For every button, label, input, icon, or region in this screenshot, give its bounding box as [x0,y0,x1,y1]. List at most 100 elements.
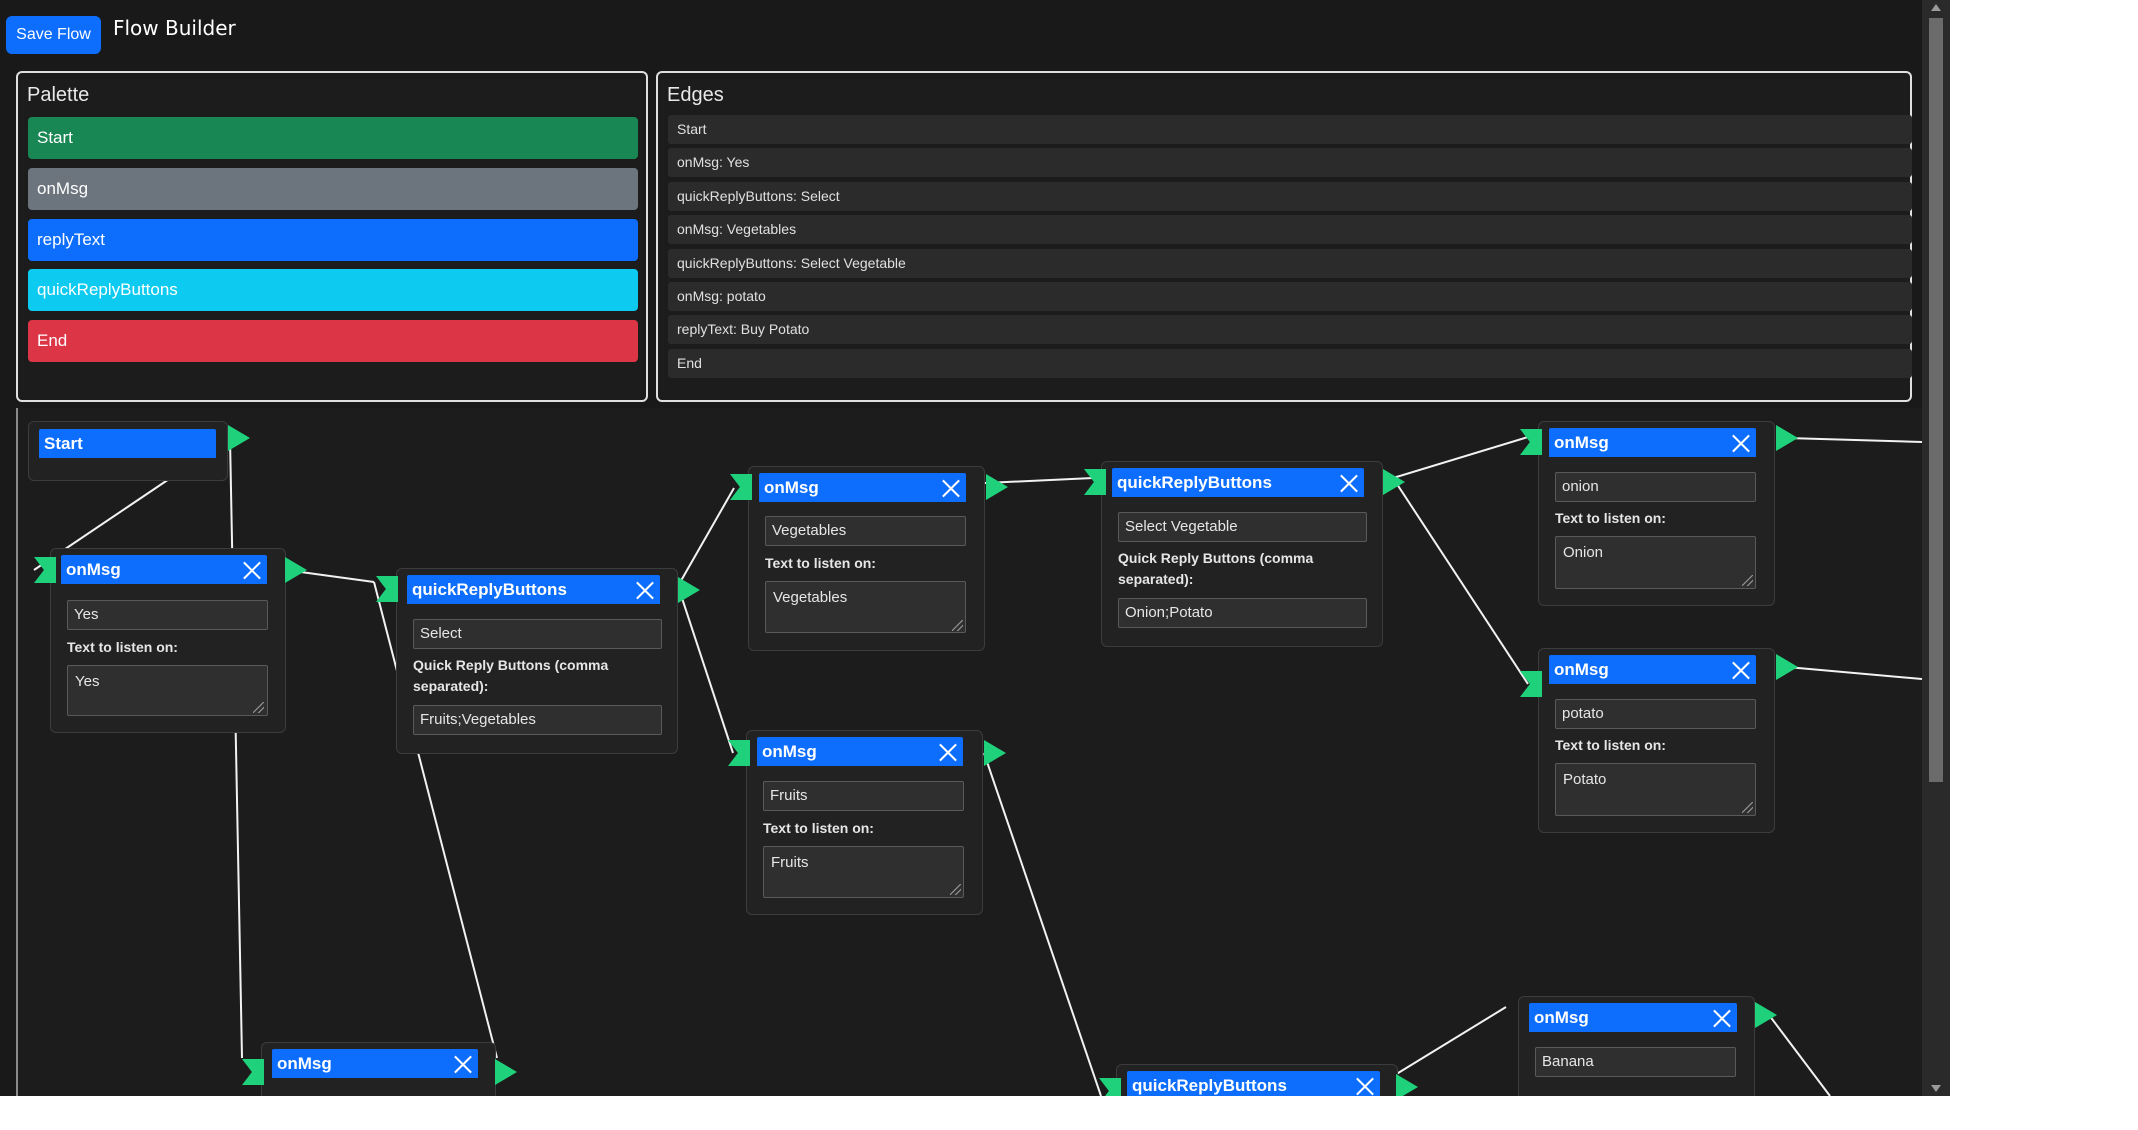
connection-line [1392,477,1529,685]
close-icon[interactable] [1713,1009,1731,1027]
node-onmsg-banana[interactable]: onMsg Banana [1518,996,1755,1096]
node-title: Start [44,434,83,453]
edge-list-item[interactable]: onMsg: potato [668,282,1912,311]
close-icon[interactable] [1340,474,1358,492]
close-icon[interactable] [939,743,957,761]
quick-reply-label: Quick Reply Buttons (comma separated): [1118,550,1314,587]
node-title: onMsg [1554,660,1609,679]
scroll-down-icon[interactable] [1931,1085,1941,1092]
node-header: onMsg [1549,655,1756,684]
input-port[interactable] [1520,671,1542,697]
node-onmsg-onion[interactable]: onMsg onion Text to listen on: Onion [1538,421,1775,606]
node-name-input[interactable]: Select [413,619,662,649]
listen-label: Text to listen on: [1555,510,1666,526]
scrollbar-thumb[interactable] [1929,18,1943,782]
node-title: onMsg [277,1054,332,1073]
resize-grip-icon[interactable] [1742,802,1753,813]
input-port[interactable] [1520,429,1542,455]
input-port[interactable] [34,557,56,583]
input-port[interactable] [376,576,398,602]
listen-textarea[interactable]: Potato [1555,763,1756,816]
node-header: quickReplyButtons [1127,1071,1380,1096]
close-icon[interactable] [1732,661,1750,679]
node-quickreply-select-vegetable[interactable]: quickReplyButtons Select Vegetable Quick… [1101,461,1383,647]
node-header: onMsg [757,737,963,766]
app-title: Flow Builder [113,16,236,40]
edge-list-item[interactable]: Start [668,115,1912,144]
listen-textarea[interactable]: Yes [67,665,268,716]
palette-item-end[interactable]: End [28,320,638,362]
close-icon[interactable] [454,1055,472,1073]
node-onmsg-bottom[interactable]: onMsg [261,1042,496,1096]
input-port[interactable] [1084,469,1106,495]
quick-reply-buttons-input[interactable]: Fruits;Vegetables [413,705,662,735]
resize-grip-icon[interactable] [950,884,961,895]
listen-textarea[interactable]: Onion [1555,536,1756,589]
node-onmsg-fruits[interactable]: onMsg Fruits Text to listen on: Fruits [746,730,983,915]
edge-list-item[interactable]: End [668,349,1912,378]
node-title: quickReplyButtons [1117,473,1272,492]
input-port[interactable] [242,1059,264,1085]
toolbar: Save Flow Flow Builder [0,0,1920,70]
listen-textarea[interactable]: Fruits [763,846,964,898]
listen-textarea[interactable]: Vegetables [765,581,966,633]
palette-item-onmsg[interactable]: onMsg [28,168,638,210]
node-name-input[interactable]: onion [1555,472,1756,502]
node-header: quickReplyButtons [1112,468,1364,497]
resize-grip-icon[interactable] [253,702,264,713]
node-name-input[interactable]: Fruits [763,781,964,811]
listen-label: Text to listen on: [1555,737,1666,753]
edge-list-item[interactable]: quickReplyButtons: Select Vegetable [668,249,1912,278]
connection-lines [33,436,1922,1096]
close-icon[interactable] [1356,1077,1374,1095]
input-port[interactable] [728,740,750,766]
connection-line [1786,437,1922,443]
node-name-input[interactable]: Yes [67,600,268,630]
listen-label: Text to listen on: [67,639,178,655]
node-name-input[interactable]: Vegetables [765,516,966,546]
connection-line [1392,436,1529,479]
quick-reply-buttons-input[interactable]: Onion;Potato [1118,598,1367,628]
node-name-input[interactable]: potato [1555,699,1756,729]
resize-grip-icon[interactable] [952,620,963,631]
save-flow-button[interactable]: Save Flow [6,16,101,54]
connection-line [229,437,243,1059]
palette-item-replytext[interactable]: replyText [28,219,638,261]
palette-item-start[interactable]: Start [28,117,638,159]
scroll-up-icon[interactable] [1931,4,1941,11]
node-title: quickReplyButtons [1132,1076,1287,1095]
edge-list-item[interactable]: replyText: Buy Potato [668,315,1912,344]
node-onmsg-vegetables[interactable]: onMsg Vegetables Text to listen on: Vege… [748,466,985,651]
resize-grip-icon[interactable] [1742,575,1753,586]
edge-list-item[interactable]: onMsg: Vegetables [668,215,1912,244]
node-quickreply-select[interactable]: quickReplyButtons Select Quick Reply But… [396,568,678,754]
node-onmsg-potato[interactable]: onMsg potato Text to listen on: Potato [1538,648,1775,833]
palette-item-quickreplybuttons[interactable]: quickReplyButtons [28,269,638,311]
node-quickreply-bottom[interactable]: quickReplyButtons [1116,1064,1398,1096]
vertical-scrollbar[interactable] [1922,0,1950,1096]
connection-line [1765,1010,1831,1096]
input-port[interactable] [730,474,752,500]
close-icon[interactable] [942,479,960,497]
edges-title: Edges [667,84,724,106]
edges-panel: Edges Start onMsg: Yes quickReplyButtons… [656,71,1912,402]
node-header: onMsg [1529,1003,1737,1032]
node-title: onMsg [66,560,121,579]
palette-panel: Palette Start onMsg replyText quickReply… [16,71,648,402]
listen-label: Text to listen on: [765,555,876,571]
edge-list-item[interactable]: onMsg: Yes [668,148,1912,177]
connection-line [1786,666,1922,680]
node-onmsg-yes[interactable]: onMsg Yes Text to listen on: Yes [50,548,286,733]
close-icon[interactable] [243,561,261,579]
node-header: onMsg [61,555,267,584]
node-header: onMsg [1549,428,1756,457]
node-title: quickReplyButtons [412,580,567,599]
node-start[interactable]: Start [28,421,228,481]
edge-list-item[interactable]: quickReplyButtons: Select [668,182,1912,211]
close-icon[interactable] [1732,434,1750,452]
node-name-input[interactable]: Banana [1535,1047,1736,1077]
close-icon[interactable] [636,581,654,599]
node-name-input[interactable]: Select Vegetable [1118,512,1367,542]
flow-canvas[interactable]: Start onMsg Yes Text to listen on: Yes q… [16,408,1922,1096]
node-header: onMsg [272,1049,478,1078]
